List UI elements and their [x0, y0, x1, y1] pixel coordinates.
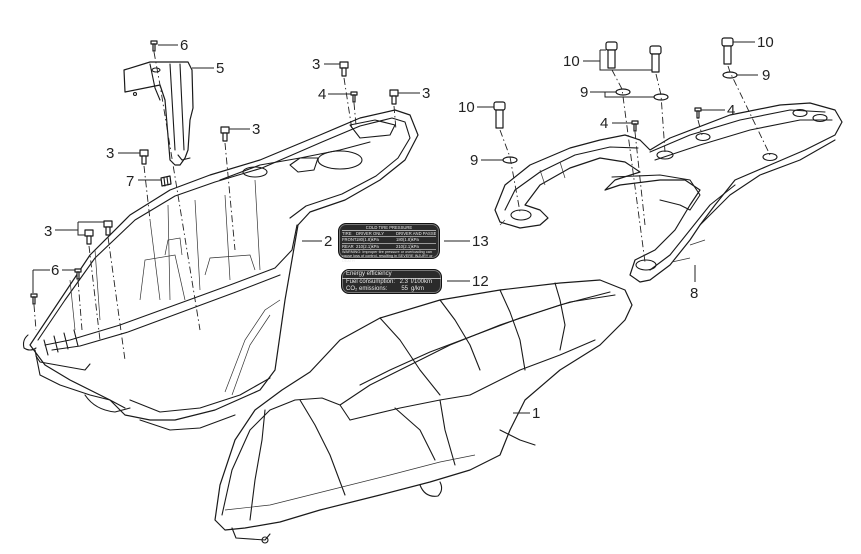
- callout-3-left: 3: [106, 145, 114, 162]
- callout-12: 12: [472, 273, 489, 290]
- callout-13: 13: [472, 233, 489, 250]
- bolt-10d: [721, 37, 734, 65]
- callout-10-left: 10: [458, 99, 475, 116]
- bolt-10b: [605, 41, 618, 69]
- cover: [123, 61, 194, 166]
- fuel-unit: l/100km: [411, 279, 433, 285]
- tire-label-row-rear: REAR 210(2.1)kPa 210(2.1)kPa: [342, 244, 436, 250]
- callouts: 6 5 3 4 3 3 3 7 3 6 2 13: [32, 34, 774, 422]
- screw-4b: [631, 120, 639, 132]
- callout-1: 1: [532, 405, 540, 422]
- rear-carrier: [494, 102, 843, 283]
- callout-5: 5: [216, 60, 224, 77]
- bolt-10a: [493, 101, 506, 129]
- bolt-3d: [139, 149, 149, 165]
- bolt-3a: [339, 61, 349, 77]
- tire-label-warning: WARNING: Improper tire pressure or overl…: [342, 249, 433, 263]
- tire-label-row-front: FRONT 180(1.8)kPa 180(1.8)kPa: [342, 237, 436, 244]
- co2-emissions-line: CO₂ emissions: 55 g/km: [346, 286, 437, 293]
- bolt-3b: [389, 89, 399, 105]
- callout-7: 7: [126, 173, 134, 190]
- co2-value: 55: [401, 286, 408, 292]
- callout-9-right-label: 9: [762, 67, 770, 84]
- callout-6: 6: [180, 37, 188, 54]
- header-tire: TIRE: [342, 231, 352, 237]
- callout-9-mid: 9: [580, 84, 588, 101]
- cell: 180(1.8)kPa: [356, 237, 379, 243]
- cell: FRONT: [342, 237, 356, 243]
- callout-4-left: 4: [318, 86, 326, 103]
- bolt-3c: [220, 126, 230, 142]
- header-driver-only: DRIVER ONLY: [356, 231, 385, 237]
- bolt-10c: [649, 45, 662, 73]
- energy-label-title: Energy efficiency: [342, 271, 441, 279]
- callout-3-mid: 3: [252, 121, 260, 138]
- screw-4c: [694, 107, 702, 119]
- tire-label-title: COLD TIRE PRESSURE: [342, 225, 436, 232]
- tire-pressure-label: COLD TIRE PRESSURE TIRE DRIVER ONLY DRIV…: [338, 223, 440, 263]
- callout-9-left: 9: [470, 152, 478, 169]
- fuel-consumption-line: Fuel consumption: 2.3 l/100km: [346, 279, 437, 286]
- callout-3-top: 3: [312, 56, 320, 73]
- screw-6a: [150, 40, 158, 52]
- callout-10-mid: 10: [563, 53, 580, 70]
- callout-10-right: 10: [757, 34, 774, 51]
- screw-6b: [30, 268, 82, 305]
- screw-4a: [350, 91, 358, 103]
- co2-unit: g/km: [411, 286, 425, 292]
- cell: REAR: [342, 243, 354, 249]
- cell: 210(2.1)kPa: [356, 243, 379, 249]
- callout-6-lower: 6: [51, 262, 59, 279]
- clip-7: [160, 175, 172, 187]
- callout-2: 2: [324, 233, 332, 250]
- cell: 180(1.8)kPa: [396, 237, 419, 243]
- fasteners: [30, 37, 738, 305]
- callout-4-right: 4: [727, 102, 735, 119]
- co2-label: CO₂ emissions:: [346, 286, 388, 292]
- storage-box: [22, 109, 419, 431]
- energy-efficiency-label: Energy efficiency Fuel consumption: 2.3 …: [341, 269, 442, 294]
- assembly-lines: [33, 51, 771, 361]
- callout-4-mid: 4: [600, 115, 608, 132]
- seat: [214, 279, 633, 544]
- fuel-value: 2.3: [399, 279, 408, 285]
- callout-3-right: 3: [422, 85, 430, 102]
- bolt-3e: [84, 220, 113, 245]
- cell: 210(2.1)kPa: [396, 243, 419, 249]
- callout-3-lower: 3: [44, 223, 52, 240]
- callout-8: 8: [690, 285, 698, 302]
- tire-label-header: TIRE DRIVER ONLY DRIVER AND PASSENGER: [342, 231, 436, 238]
- fuel-label: Fuel consumption:: [346, 279, 396, 285]
- header-driver-passenger: DRIVER AND PASSENGER: [396, 231, 436, 237]
